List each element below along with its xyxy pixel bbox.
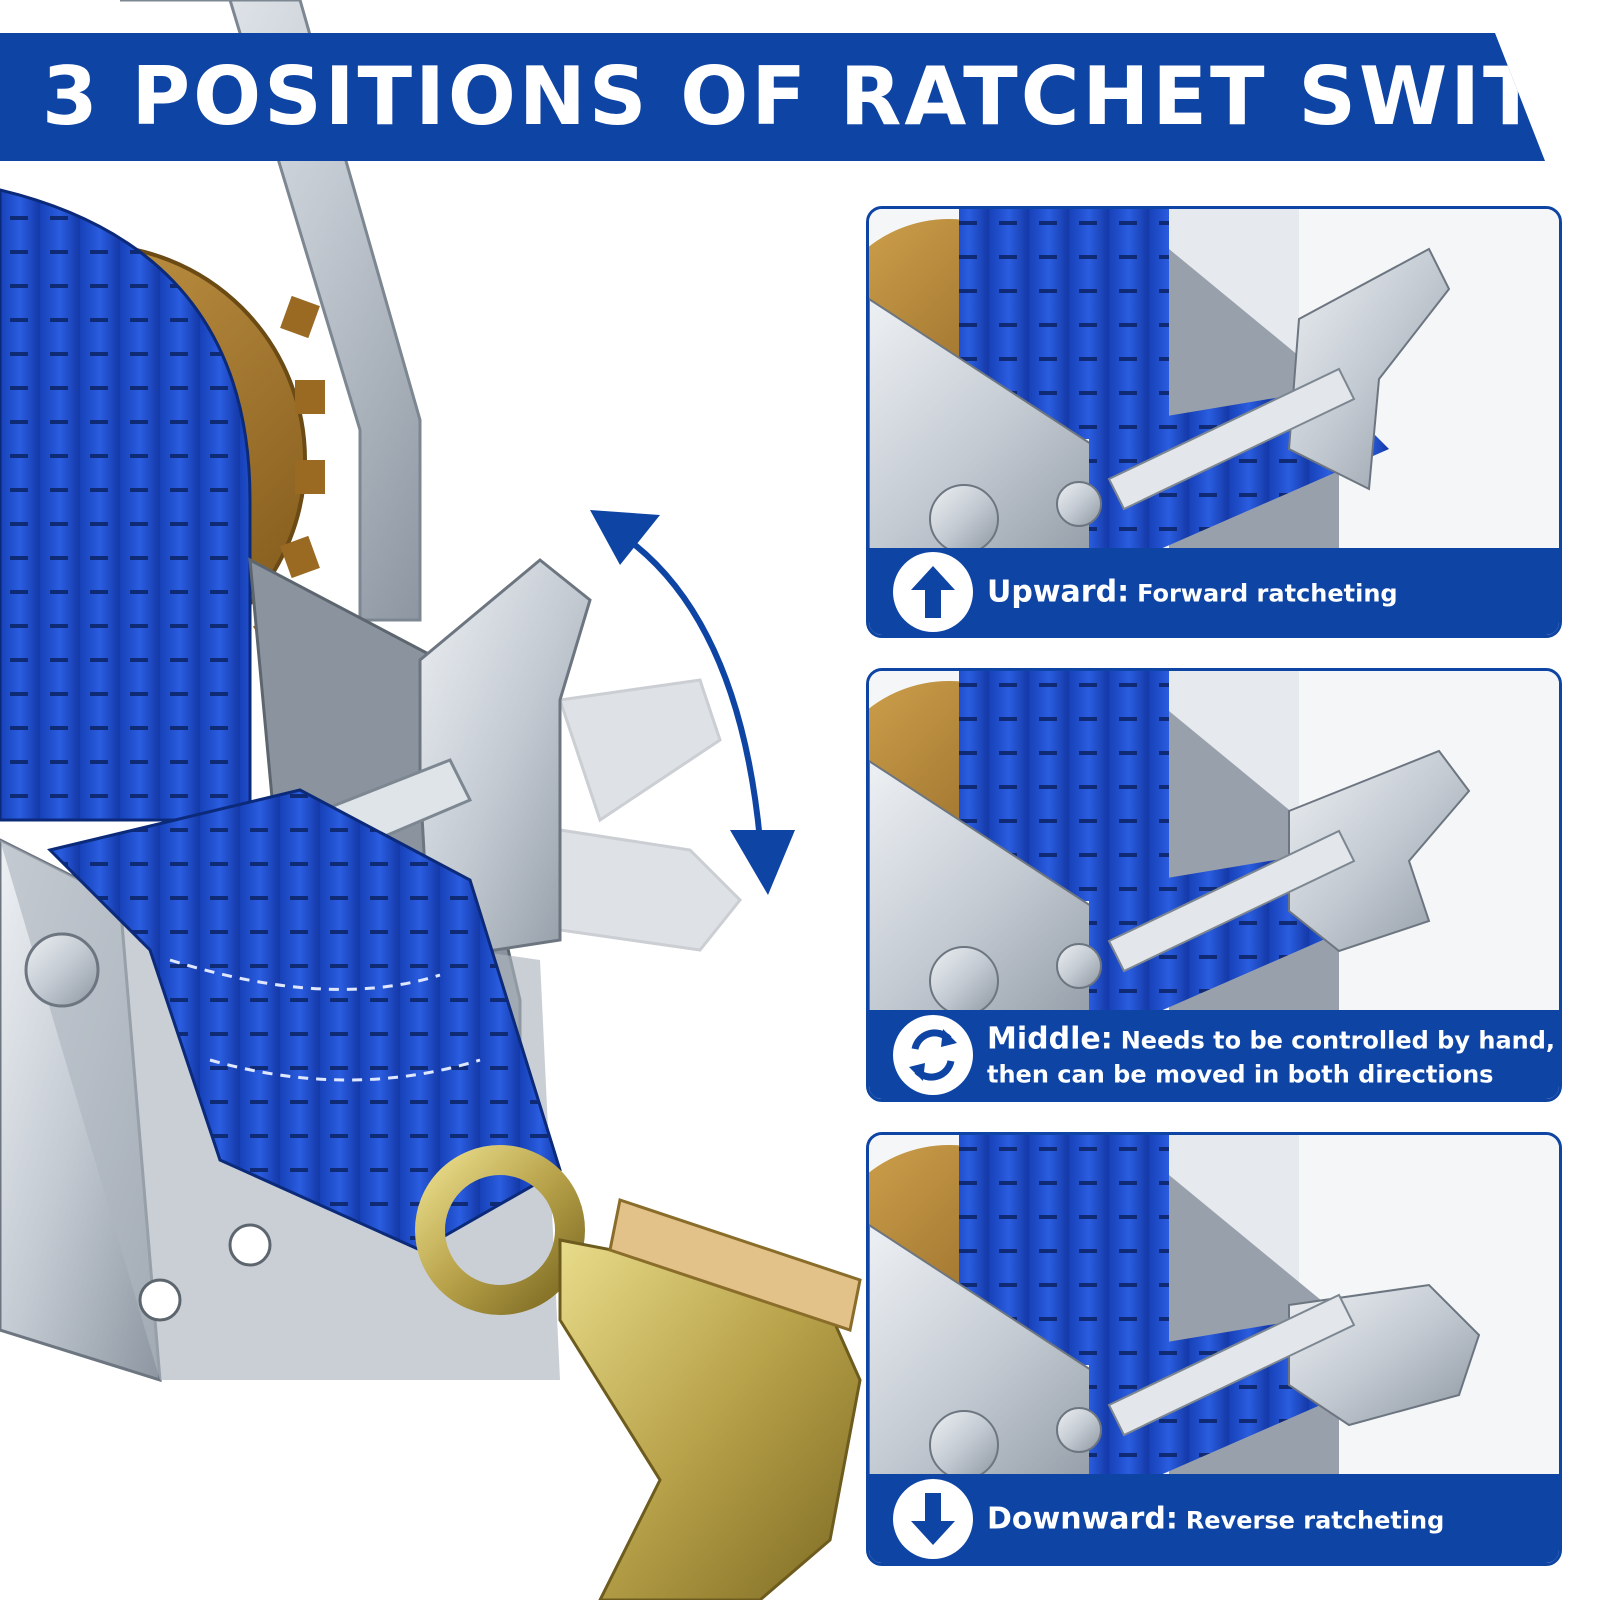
- rotation-arrow-icon: [590, 510, 795, 895]
- position-description: Reverse ratcheting: [1185, 1506, 1445, 1534]
- position-description: Needs to be controlled by hand,: [1120, 1026, 1556, 1054]
- arrow-up-icon: [893, 551, 973, 632]
- arrow-down-icon: [893, 1478, 973, 1559]
- bolt: [24, 932, 100, 1008]
- switch-down-photo: [869, 1135, 1559, 1480]
- rotate-icon: [893, 1014, 973, 1095]
- position-label: Downward:: [987, 1501, 1178, 1536]
- switch-up-photo: [869, 209, 1559, 554]
- position-label: Upward:: [987, 574, 1130, 609]
- position-panel-upward: Upward:Forward ratcheting: [866, 206, 1562, 638]
- strap-roll: [0, 188, 252, 822]
- caption-bar: Middle:Needs to be controlled by hand, t…: [869, 1010, 1559, 1099]
- position-panel-middle: Middle:Needs to be controlled by hand, t…: [866, 668, 1562, 1102]
- switch-middle-photo: [869, 671, 1559, 1016]
- title-banner: 3 POSITIONS OF RATCHET SWITCH: [0, 33, 1545, 161]
- strap-ribbon: [47, 788, 562, 1252]
- caption-bar: Upward:Forward ratcheting: [869, 548, 1559, 635]
- position-description: Forward ratcheting: [1137, 579, 1398, 607]
- position-panel-downward: Downward:Reverse ratcheting: [866, 1132, 1562, 1566]
- page-title: 3 POSITIONS OF RATCHET SWITCH: [42, 50, 1600, 143]
- position-label: Middle:: [987, 1021, 1113, 1056]
- position-description-line2: then can be moved in both directions: [987, 1060, 1494, 1088]
- caption-bar: Downward:Reverse ratcheting: [869, 1474, 1559, 1563]
